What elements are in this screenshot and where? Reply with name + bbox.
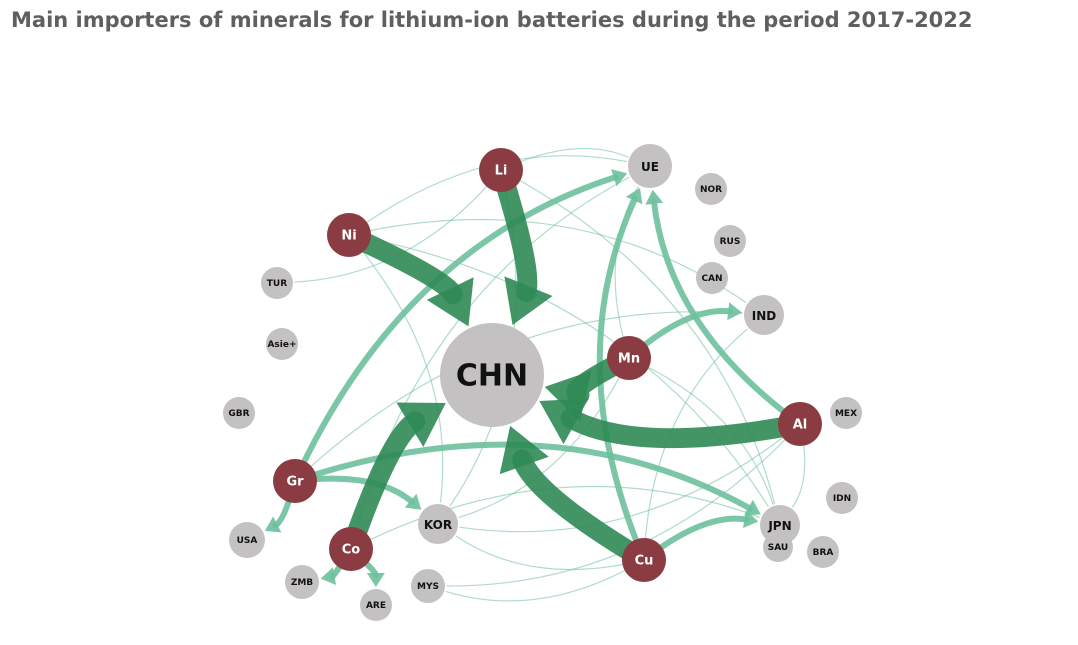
node-circle-idn (826, 482, 858, 514)
node-circle-gbr (223, 397, 255, 429)
node-circle-bra (807, 536, 839, 568)
node-circle-ue (628, 144, 672, 188)
node-asieplus: Asie+ (266, 328, 298, 360)
node-mys: MYS (411, 569, 445, 603)
arrowhead-Co-ZMB (320, 567, 337, 586)
node-sau: SAU (763, 532, 793, 562)
node-circle-zmb (285, 565, 319, 599)
node-rus: RUS (714, 225, 746, 257)
arrowhead-Al-CHN (539, 398, 589, 445)
node-circle-ind (744, 295, 784, 335)
edge-Al-KOR (459, 423, 801, 533)
edge-Ni-JPN (348, 234, 769, 508)
arrowhead-Cu-CHN (499, 425, 549, 475)
node-kor: KOR (418, 504, 458, 544)
node-zmb: ZMB (285, 565, 319, 599)
edge-Al-UE (651, 198, 803, 427)
arrowhead-Li-CHN (504, 276, 553, 326)
node-circle-rus (714, 225, 746, 257)
node-circle-nor (695, 173, 727, 205)
arrowhead-Gr-USA (264, 516, 282, 533)
node-circle-mn (607, 336, 651, 380)
node-tur: TUR (261, 267, 293, 299)
edge-Co-JPN (350, 485, 760, 550)
arrowhead-Co-ARE (366, 572, 385, 588)
edge-Li-TUR (294, 169, 502, 283)
edge-Mn-JPN (628, 357, 774, 505)
node-circle-are (360, 589, 392, 621)
node-circle-gr (273, 459, 317, 503)
arrowhead-Mn-IND (727, 302, 743, 321)
arrowhead-Ni-CHN (426, 277, 474, 327)
node-circle-usa (229, 522, 265, 558)
node-mex: MEX (830, 397, 862, 429)
edge-Mn-KOR (458, 357, 630, 519)
arrowhead-Gr-JPN (744, 499, 761, 516)
arrowhead-Cu-UE (625, 187, 643, 205)
node-circle-co (329, 527, 373, 571)
node-circle-al (778, 402, 822, 446)
arrowhead-Cu-JPN (743, 510, 759, 529)
edge-Gr-UE (292, 173, 619, 484)
node-circle-asieplus (266, 328, 298, 360)
edge-Ni-KOR (348, 234, 444, 503)
node-ue: UE (628, 144, 672, 188)
node-li: Li (479, 148, 523, 192)
arrowhead-Al-UE (645, 189, 664, 205)
node-circle-kor (418, 504, 458, 544)
node-al: Al (778, 402, 822, 446)
node-circle-mex (830, 397, 862, 429)
edge-Co-CHN (341, 411, 426, 559)
node-ni: Ni (327, 213, 371, 257)
node-circle-tur (261, 267, 293, 299)
node-ind: IND (744, 295, 784, 335)
node-circle-cu (622, 538, 666, 582)
node-gr: Gr (273, 459, 317, 503)
edge-Cu-CHN (512, 449, 654, 570)
node-are: ARE (360, 589, 392, 621)
node-bra: BRA (807, 536, 839, 568)
node-can: CAN (696, 262, 728, 294)
node-circle-ni (327, 213, 371, 257)
arrowhead-Gr-UE (611, 169, 628, 187)
node-nor: NOR (695, 173, 727, 205)
node-usa: USA (229, 522, 265, 558)
node-mn: Mn (607, 336, 651, 380)
node-gbr: GBR (223, 397, 255, 429)
arrowhead-Gr-KOR (404, 493, 422, 510)
edge-Cu-MYS (445, 559, 645, 602)
nodes-layer: CHNLiNiMnAlGrCoCuUENORRUSCANINDMEXIDNJPN… (223, 144, 862, 621)
node-chn: CHN (440, 323, 544, 427)
node-circle-mys (411, 569, 445, 603)
edges-layer (264, 148, 810, 602)
arrowhead-Co-CHN (396, 402, 446, 447)
edge-Al-CHN (560, 408, 810, 449)
node-circle-sau (763, 532, 793, 562)
edge-Gr-JPN (292, 441, 754, 512)
node-circle-can (696, 262, 728, 294)
page-title: Main importers of minerals for lithium-i… (11, 8, 973, 32)
node-circle-li (479, 148, 523, 192)
node-co: Co (329, 527, 373, 571)
node-circle-chn (440, 323, 544, 427)
node-cu: Cu (622, 538, 666, 582)
edge-Cu-KOR (455, 535, 645, 571)
node-idn: IDN (826, 482, 858, 514)
